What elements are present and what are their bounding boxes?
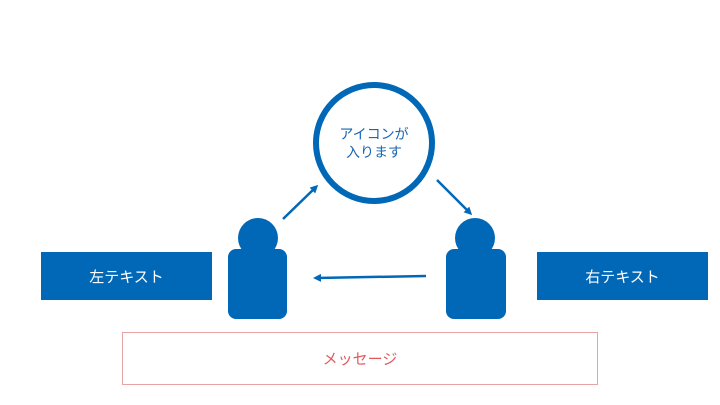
- right-text-box: 右テキスト: [537, 252, 708, 300]
- icon-placeholder-circle: [313, 82, 435, 204]
- arrow-right-to-left: [313, 273, 427, 282]
- message-box: メッセージ: [122, 332, 598, 385]
- icon-placeholder-line2: 入ります: [346, 145, 402, 161]
- person-right-icon: [446, 218, 506, 319]
- icon-placeholder-text: アイコンが 入ります: [312, 87, 436, 201]
- left-text-label: 左テキスト: [89, 267, 164, 286]
- left-text-box: 左テキスト: [41, 252, 212, 300]
- message-label: メッセージ: [322, 350, 398, 368]
- icon-placeholder-line1: アイコンが: [339, 127, 409, 143]
- person-left-icon: [228, 218, 287, 319]
- arrow-circle-to-right: [436, 179, 473, 216]
- arrow-left-to-circle: [282, 184, 319, 220]
- right-text-label: 右テキスト: [585, 267, 660, 286]
